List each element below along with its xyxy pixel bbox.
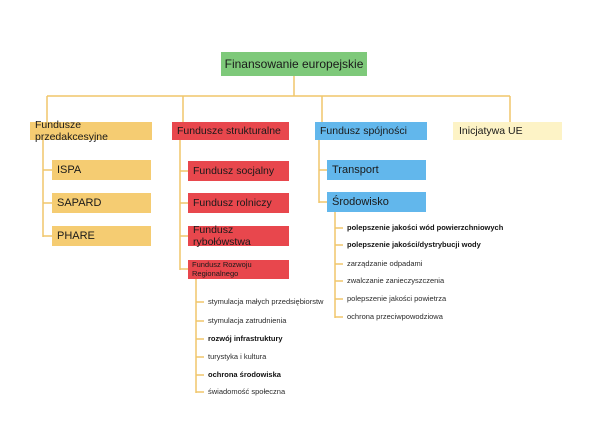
node-label: Transport: [332, 164, 379, 176]
regional-item: świadomość społeczna: [208, 387, 286, 396]
node-srodowisko: Środowisko: [327, 192, 426, 212]
node-label: PHARE: [57, 230, 95, 242]
node-fundusz-rozwoju-regionalnego: Fundusz Rozwoju Regionalnego: [188, 260, 289, 279]
node-label: Fundusze strukturalne: [177, 125, 281, 137]
node-fundusz-spojnosci: Fundusz spójności: [315, 122, 427, 140]
node-transport: Transport: [327, 160, 426, 180]
node-fundusze-przedakcesyjne: Fundusze przedakcesyjne: [30, 119, 152, 143]
node-label: SAPARD: [57, 197, 102, 209]
node-label: Fundusz rybołówstwa: [193, 224, 251, 248]
root-label: Finansowanie europejskie: [224, 57, 364, 71]
environment-item: zarządzanie odpadami: [347, 259, 423, 268]
node-label: Fundusz Rozwoju Regionalnego: [192, 260, 252, 278]
node-phare: PHARE: [52, 226, 151, 246]
node-label: Środowisko: [332, 196, 389, 208]
node-label: ISPA: [57, 164, 82, 176]
environment-item: polepszenie jakości wód powierzchniowych: [347, 223, 504, 232]
node-sapard: SAPARD: [52, 193, 151, 213]
regional-item: rozwój infrastruktury: [208, 334, 283, 343]
environment-item: polepszenie jakości/dystrybucji wody: [347, 240, 481, 249]
root-node: Finansowanie europejskie: [221, 52, 367, 76]
regional-item: stymulacja zatrudnienia: [208, 316, 287, 325]
environment-item: polepszenie jakości powietrza: [347, 294, 447, 303]
regional-item: ochrona środowiska: [208, 370, 281, 379]
node-fundusz-socjalny: Fundusz socjalny: [188, 161, 289, 181]
regional-item: stymulacja małych przedsiębiorstw: [208, 297, 324, 306]
environment-item: zwalczanie zanieczyszczenia: [347, 276, 445, 285]
node-fundusz-rolniczy: Fundusz rolniczy: [188, 193, 289, 213]
node-fundusz-rybolowstwa: Fundusz rybołówstwa: [188, 224, 289, 248]
regional-item: turystyka i kultura: [208, 352, 267, 361]
node-label: Fundusz socjalny: [193, 165, 275, 177]
node-ispa: ISPA: [52, 160, 151, 180]
node-label: Fundusz spójności: [320, 125, 407, 137]
node-fundusze-strukturalne: Fundusze strukturalne: [172, 122, 289, 140]
environment-item: ochrona przeciwpowodziowa: [347, 312, 443, 321]
node-label: Inicjatywa UE: [459, 125, 523, 137]
node-inicjatywa-ue: Inicjatywa UE: [453, 122, 562, 140]
node-label: Fundusz rolniczy: [193, 197, 272, 209]
node-label: Fundusze przedakcesyjne: [35, 119, 108, 143]
